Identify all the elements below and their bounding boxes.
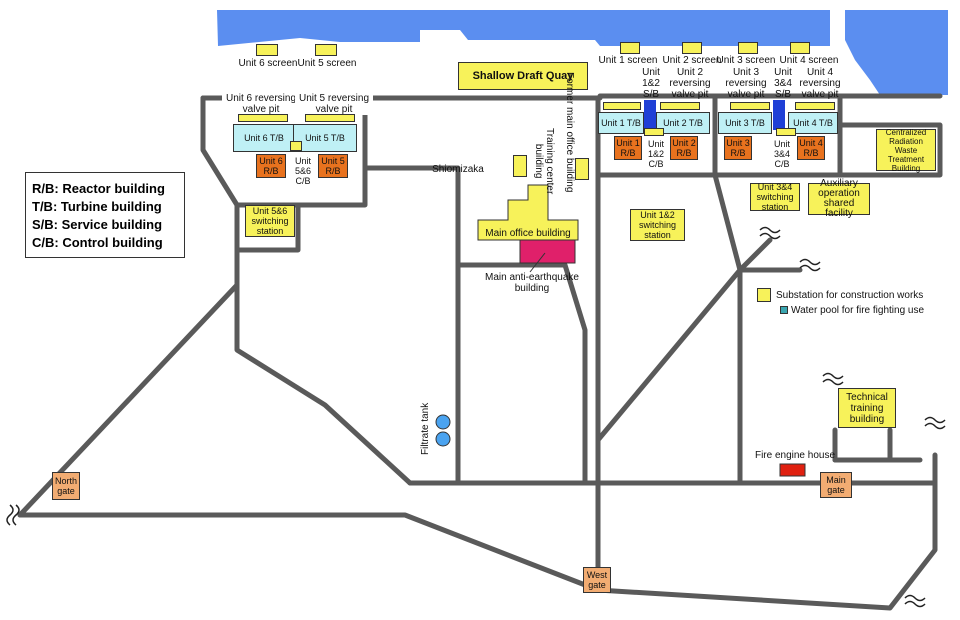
substation-legend-label: Substation for construction works: [776, 290, 924, 301]
unit5-valve-pit: [305, 114, 355, 122]
unit56-switching-station: Unit 5&6 switching station: [245, 205, 295, 237]
legend-sb: S/B: Service building: [32, 217, 163, 232]
main-office-building-shape: [477, 184, 579, 241]
auxiliary-operation-shared-facility: Auxiliary operation shared facility: [808, 179, 870, 219]
unit2-reactor-building: Unit 2 R/B: [670, 136, 698, 160]
substation-legend-marker: [757, 288, 771, 302]
unit34-cb-label: Unit 3&4 C/B: [773, 139, 790, 169]
unit4-screen-marker: [790, 42, 810, 54]
unit4-reactor-building: Unit 4 R/B: [797, 136, 825, 160]
water-pool-legend-marker: [780, 306, 788, 314]
unit1-reactor-building: Unit 1 R/B: [614, 136, 642, 160]
road-break-symbols: [6, 226, 946, 608]
unit12-switching-station: Unit 1&2 switching station: [630, 209, 685, 241]
west-gate: West gate: [583, 567, 611, 593]
unit3-screen-marker: [738, 42, 758, 54]
unit12-sb-label: Unit 1&2 S/B: [642, 67, 660, 100]
main-anti-earthquake-label: Main anti-earthquake building: [485, 272, 579, 294]
unit1-screen-label: Unit 1 screen: [598, 55, 658, 66]
unit3-valve-pit-label: Unit 3 reversing valve pit: [725, 67, 767, 100]
unit6-turbine-building: Unit 6 T/B: [233, 124, 295, 152]
unit6-valve-pit: [238, 114, 288, 122]
unit2-turbine-building: Unit 2 T/B: [656, 112, 710, 134]
main-gate: Main gate: [820, 472, 852, 498]
unit6-reactor-building: Unit 6 R/B: [256, 154, 286, 178]
unit1-screen-marker: [620, 42, 640, 54]
water-pool-legend-label: Water pool for fire fighting use: [791, 305, 925, 316]
unit3-turbine-building: Unit 3 T/B: [718, 112, 772, 134]
unit2-screen-label: Unit 2 screen: [662, 55, 722, 66]
legend: R/B: Reactor building T/B: Turbine build…: [25, 172, 185, 258]
sea-west: [217, 10, 830, 46]
unit2-valve-pit: [660, 102, 700, 110]
centralized-radiation-waste-treatment-building: Centralized Radiation Waste Treatment Bu…: [876, 128, 936, 173]
unit5-screen-label: Unit 5 screen: [297, 58, 357, 69]
former-main-office-building: [575, 158, 589, 180]
anti-earthquake-leader-line: [529, 252, 546, 273]
roads: [17, 93, 943, 611]
sea-east: [845, 10, 948, 95]
north-gate: North gate: [52, 472, 80, 500]
unit34-sb-label: Unit 3&4 S/B: [774, 67, 792, 100]
unit12-sb-marker: [644, 128, 664, 136]
unit4-valve-pit: [795, 102, 835, 110]
unit56-sb-marker: [290, 141, 302, 151]
unit56-cb-label: Unit 5&6 C/B: [294, 156, 311, 186]
former-main-office-label: Former main office building: [564, 72, 575, 193]
main-office-building-label: Main office building: [485, 228, 571, 239]
unit5-reactor-building: Unit 5 R/B: [318, 154, 348, 178]
legend-rb: R/B: Reactor building: [32, 181, 165, 196]
technical-training-building: Technical training building: [838, 388, 896, 428]
unit6-screen-marker: [256, 44, 278, 56]
unit12-service-building: [644, 100, 656, 130]
legend-tb: T/B: Turbine building: [32, 199, 162, 214]
legend-cb: C/B: Control building: [32, 235, 163, 250]
unit6-screen-label: Unit 6 screen: [238, 58, 298, 69]
unit6-valve-pit-label: Unit 6 reversing valve pit: [222, 93, 300, 115]
unit2-valve-pit-label: Unit 2 reversing valve pit: [669, 67, 711, 100]
shallow-draft-quay: Shallow Draft Quay: [458, 62, 588, 90]
filtrate-tank: [435, 414, 451, 430]
unit12-cb-label: Unit 1&2 C/B: [647, 139, 664, 169]
unit1-turbine-building: Unit 1 T/B: [598, 112, 644, 134]
unit5-turbine-building: Unit 5 T/B: [293, 124, 357, 152]
unit34-switching-station: Unit 3&4 switching station: [750, 182, 800, 212]
unit5-screen-marker: [315, 44, 337, 56]
fire-engine-house-label: Fire engine house: [754, 450, 836, 461]
training-center-building: [513, 155, 527, 177]
unit4-valve-pit-label: Unit 4 reversing valve pit: [799, 67, 841, 100]
unit5-valve-pit-label: Unit 5 reversing valve pit: [295, 93, 373, 115]
fire-engine-house: [779, 463, 806, 477]
filtrate-tank-label: Filtrate tank: [420, 402, 431, 455]
shiomizaka-label: Shiomizaka: [432, 164, 484, 175]
unit3-reactor-building: Unit 3 R/B: [724, 136, 752, 160]
unit1-valve-pit: [603, 102, 641, 110]
training-center-label: Training center building: [533, 128, 555, 195]
unit3-screen-label: Unit 3 screen: [716, 55, 776, 66]
unit34-service-building: [773, 100, 785, 130]
unit4-turbine-building: Unit 4 T/B: [788, 112, 838, 134]
unit3-valve-pit: [730, 102, 770, 110]
main-anti-earthquake-building: [519, 239, 576, 264]
unit4-screen-label: Unit 4 screen: [779, 55, 839, 66]
unit2-screen-marker: [682, 42, 702, 54]
unit34-sb-marker: [776, 128, 796, 136]
filtrate-tank: [435, 431, 451, 447]
